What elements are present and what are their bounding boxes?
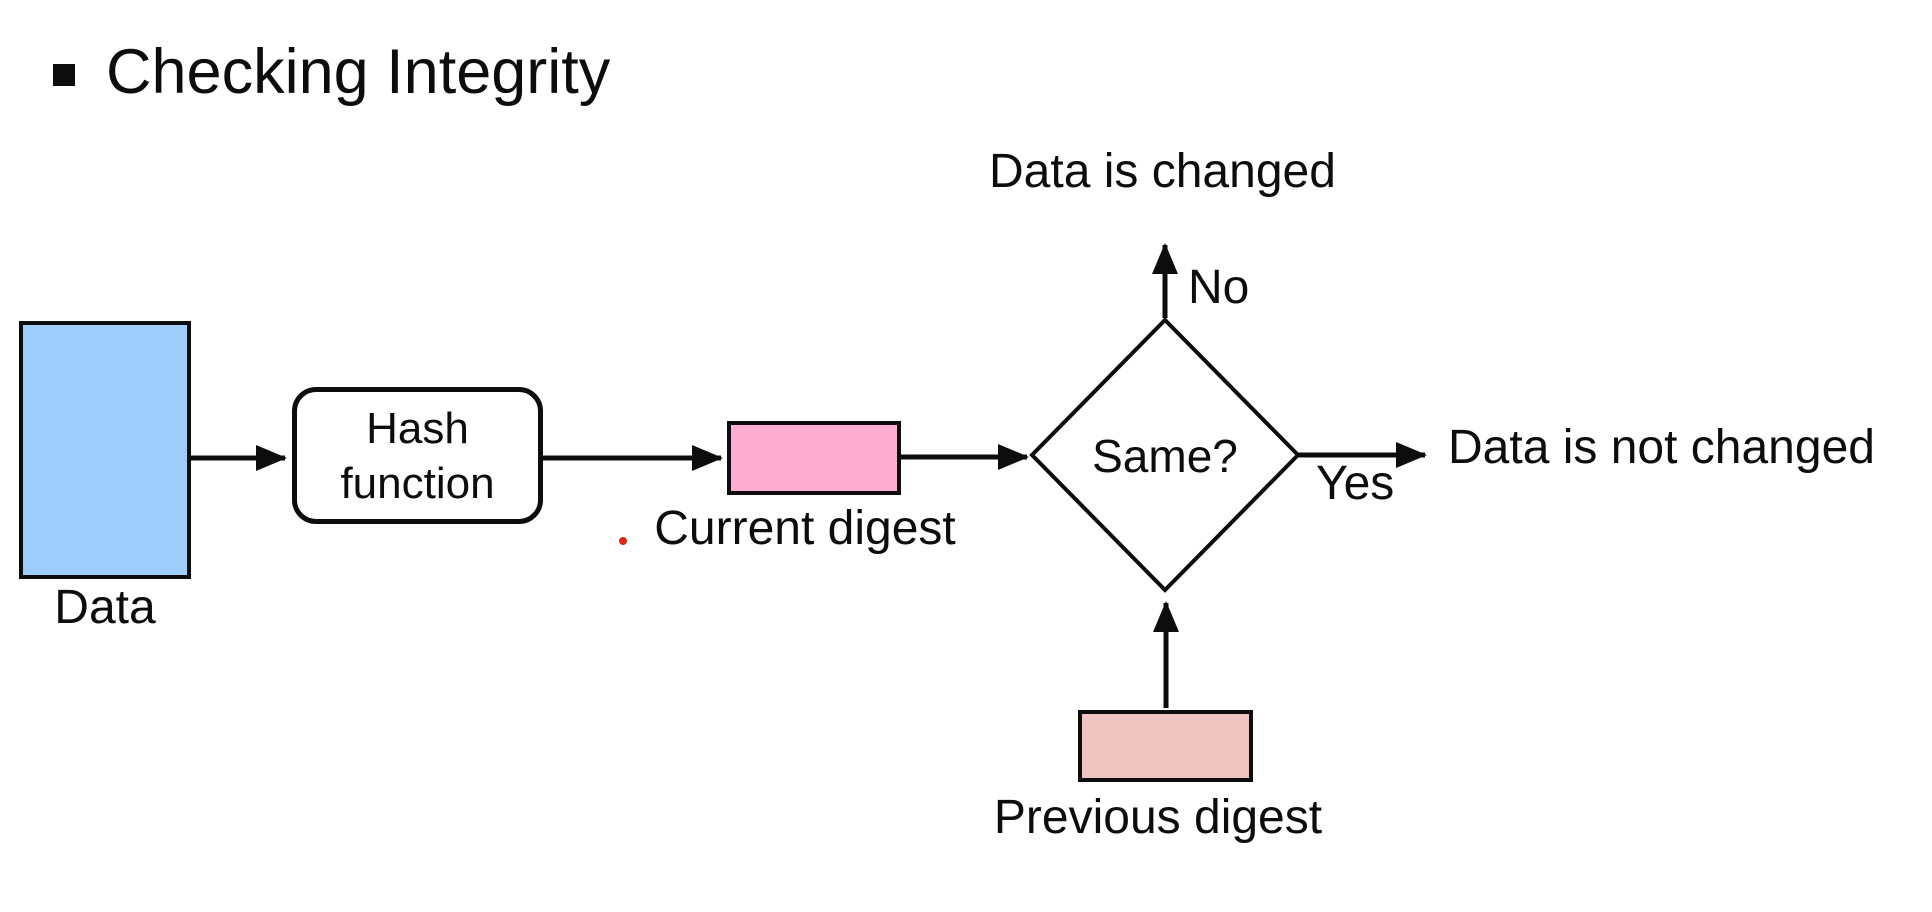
outcome-data-not-changed: Data is not changed: [1448, 421, 1875, 474]
current-digest-label: Current digest: [654, 502, 956, 555]
outcome-data-changed: Data is changed: [989, 145, 1336, 198]
hash-function-node: Hash function: [292, 387, 543, 524]
previous-digest-node: [1078, 710, 1253, 782]
no-branch-label: No: [1188, 261, 1250, 314]
decision-diamond: [1029, 317, 1301, 593]
decision-label: Same?: [1092, 430, 1238, 482]
page-title: Checking Integrity: [106, 37, 611, 107]
bullet-icon: [53, 64, 75, 86]
data-node: [19, 321, 191, 579]
pointer-dot-icon: [619, 537, 627, 545]
yes-branch-label: Yes: [1316, 457, 1395, 510]
current-digest-node: [727, 421, 901, 495]
data-node-label: Data: [54, 581, 156, 634]
previous-digest-label: Previous digest: [993, 791, 1323, 844]
